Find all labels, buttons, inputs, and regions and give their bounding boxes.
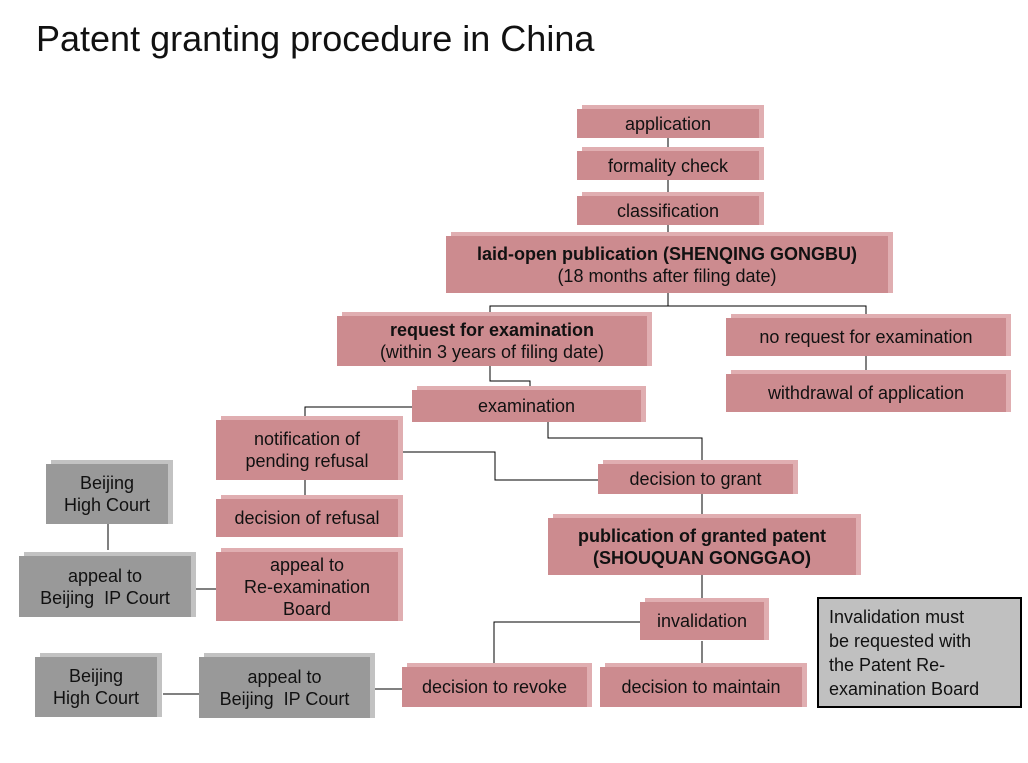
beijing-high-court-1-line2: High Court — [63, 495, 151, 515]
application-label: application — [624, 113, 712, 134]
classification-box: classification — [577, 196, 759, 225]
decision-to-revoke-label: decision to revoke — [421, 677, 568, 697]
publication-granted-patent-line2: (SHOUQUAN GONGGAO) — [593, 547, 811, 568]
decision-to-revoke-box: decision to revoke — [402, 667, 587, 707]
withdrawal-box: withdrawal of application — [726, 374, 1006, 412]
invalidation-label: invalidation — [656, 611, 748, 631]
publication-granted-patent-line1: publication of granted patent — [578, 525, 826, 546]
appeal-reexamination-line2: Re-examination — [243, 576, 371, 597]
withdrawal-label: withdrawal of application — [767, 383, 965, 403]
appeal-reexamination-line3: Board — [282, 598, 332, 619]
decision-to-grant-label: decision to grant — [629, 469, 762, 489]
formality-check-label: formality check — [607, 155, 729, 176]
beijing-high-court-box-1: Beijing High Court — [46, 464, 168, 524]
beijing-high-court-box-2: Beijing High Court — [35, 657, 157, 717]
beijing-high-court-2-line1: Beijing — [68, 666, 124, 686]
decision-to-grant-box: decision to grant — [598, 464, 793, 494]
examination-box: examination — [412, 390, 641, 422]
appeal-ip-court-1-line2: Beijing IP Court — [40, 587, 170, 608]
notification-label-line1: notification of — [253, 429, 361, 449]
appeal-reexamination-box: appeal to Re-examination Board — [216, 552, 398, 621]
examination-label: examination — [477, 396, 576, 416]
appeal-reexamination-line1: appeal to — [269, 554, 345, 575]
laid-open-publication-timing: (18 months after filing date) — [557, 265, 777, 286]
notification-box: notification of pending refusal — [216, 420, 398, 480]
decision-to-maintain-label: decision to maintain — [621, 677, 781, 697]
no-request-box: no request for examination — [726, 318, 1006, 356]
request-for-examination-timing: (within 3 years of filing date) — [379, 342, 605, 362]
decision-to-maintain-box: decision to maintain — [600, 667, 802, 707]
notification-label-line2: pending refusal — [245, 451, 369, 471]
note-line3: the Patent Re- — [829, 655, 946, 675]
formality-check-box: formality check — [577, 151, 759, 180]
laid-open-publication-box: laid-open publication (SHENQING GONGBU) … — [446, 236, 888, 293]
decision-of-refusal-label: decision of refusal — [234, 508, 380, 528]
request-for-examination-label: request for examination — [389, 320, 595, 340]
application-box: application — [577, 109, 759, 138]
decision-of-refusal-box: decision of refusal — [216, 499, 398, 537]
note-line1: Invalidation must — [829, 607, 965, 627]
classification-label: classification — [616, 200, 720, 221]
request-for-examination-box: request for examination (within 3 years … — [337, 316, 647, 366]
appeal-ip-court-2-line1: appeal to — [247, 666, 322, 687]
appeal-ip-court-2-line2: Beijing IP Court — [219, 688, 350, 709]
laid-open-publication-label: laid-open publication (SHENQING GONGBU) — [477, 243, 857, 264]
page-title: Patent granting procedure in China — [36, 18, 595, 59]
note-line2: be requested with — [829, 631, 972, 651]
appeal-ip-court-1-line1: appeal to — [67, 565, 143, 586]
appeal-ip-court-box-2: appeal to Beijing IP Court — [199, 657, 370, 718]
invalidation-note-box: Invalidation must be requested with the … — [817, 597, 1022, 708]
beijing-high-court-1-line1: Beijing — [79, 473, 135, 493]
no-request-label: no request for examination — [759, 327, 973, 347]
publication-granted-patent-box: publication of granted patent (SHOUQUAN … — [548, 518, 856, 575]
beijing-high-court-2-line2: High Court — [52, 688, 140, 708]
invalidation-box: invalidation — [640, 602, 764, 640]
appeal-ip-court-box-1: appeal to Beijing IP Court — [19, 556, 191, 617]
note-line4: examination Board — [829, 679, 980, 699]
